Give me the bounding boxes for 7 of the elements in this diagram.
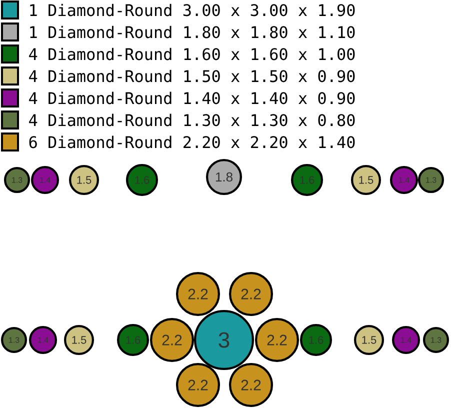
legend-text: 1 Diamond-Round 3.00 x 3.00 x 1.90 [30,4,355,16]
legend-text: 4 Diamond-Round 1.50 x 1.50 x 0.90 [29,70,355,82]
legend-text: 4 Diamond-Round 1.30 x 1.30 x 0.80 [29,114,355,126]
legend-text: 1 Diamond-Round 1.80 x 1.80 x 1.10 [30,26,355,38]
legend-text: 6 Diamond-Round 2.20 x 2.20 x 1.40 [29,136,355,148]
legend-text: 4 Diamond-Round 1.40 x 1.40 x 0.90 [29,92,355,104]
legend-text: 4 Diamond-Round 1.60 x 1.60 x 1.00 [29,48,355,60]
